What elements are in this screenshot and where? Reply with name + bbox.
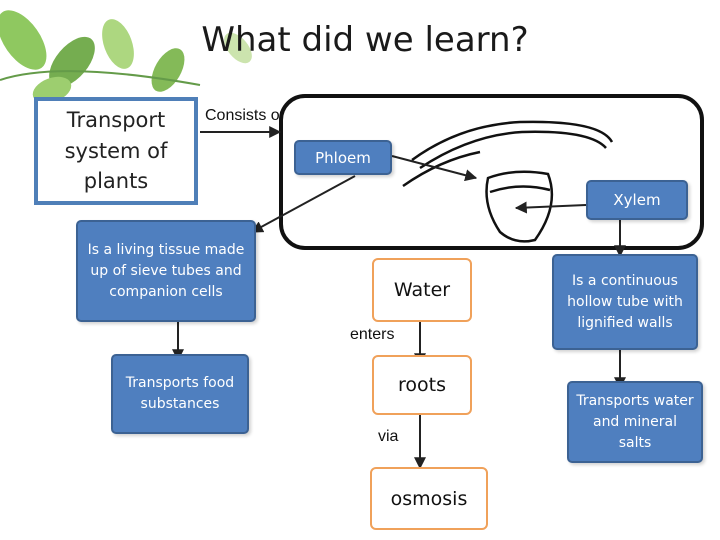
consists-of-label: Consists of xyxy=(205,107,285,124)
xylem-function-text: Transports water and mineral salts xyxy=(576,392,694,451)
roots-label: roots xyxy=(398,374,446,396)
transport-system-box: Transport system of plants xyxy=(34,97,198,205)
xylem-description-box: Is a continuous hollow tube with lignifi… xyxy=(552,254,698,350)
phloem-label: Phloem xyxy=(315,148,371,167)
xylem-description-text: Is a continuous hollow tube with lignifi… xyxy=(567,272,683,331)
stem-drawing-icon xyxy=(402,120,614,243)
roots-box: roots xyxy=(372,355,472,415)
plant-frame xyxy=(279,94,704,250)
osmosis-label: osmosis xyxy=(390,487,468,510)
phloem-description-text: Is a living tissue made up of sieve tube… xyxy=(87,241,245,300)
transport-system-label: Transport system of plants xyxy=(64,108,168,194)
via-label: via xyxy=(378,428,399,445)
xylem-label: Xylem xyxy=(613,191,661,209)
phloem-function-box: Transports food substances xyxy=(111,354,249,434)
water-box: Water xyxy=(372,258,472,322)
phloem-description-box: Is a living tissue made up of sieve tube… xyxy=(76,220,256,322)
connector-arrows xyxy=(172,126,626,470)
xylem-box: Xylem xyxy=(586,180,688,220)
osmosis-box: osmosis xyxy=(370,467,488,530)
phloem-box: Phloem xyxy=(294,140,392,175)
page-title: What did we learn? xyxy=(201,20,529,60)
water-label: Water xyxy=(393,279,451,301)
phloem-function-text: Transports food substances xyxy=(125,375,235,412)
enters-label: enters xyxy=(350,326,395,343)
xylem-function-box: Transports water and mineral salts xyxy=(567,381,703,463)
leaf-decoration-icon xyxy=(0,10,252,104)
